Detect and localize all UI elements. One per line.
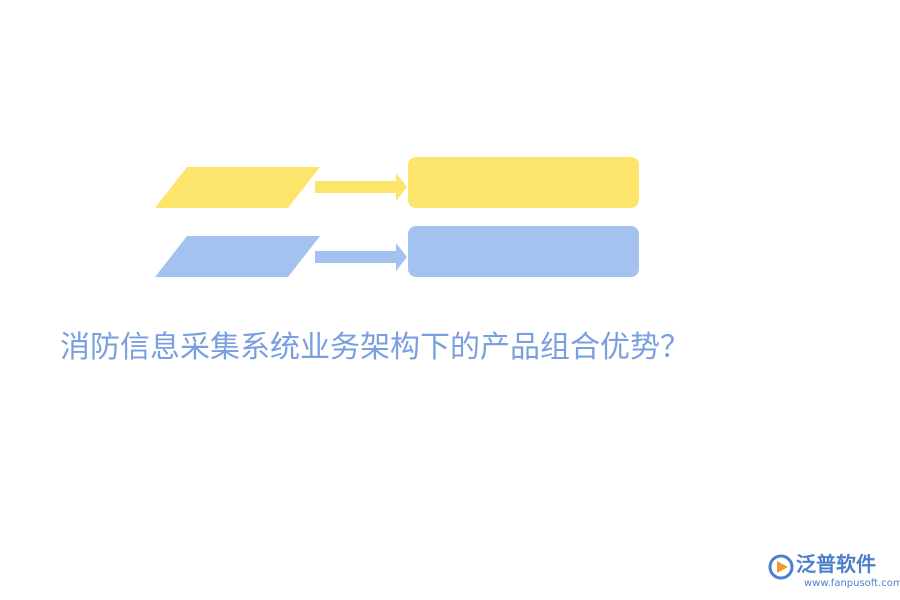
logo-icon (768, 554, 794, 580)
rounded-rect-yellow (408, 157, 639, 208)
logo-url: www.fanpusoft.com (804, 578, 900, 589)
flow-diagram (155, 157, 639, 277)
flow-diagram-canvas (155, 157, 639, 277)
rounded-rect-blue (408, 226, 639, 277)
brand-logo: 泛普软件 www.fanpusoft.com (768, 552, 900, 596)
parallelogram-yellow (155, 167, 320, 208)
page-title: 消防信息采集系统业务架构下的产品组合优势？ (60, 330, 690, 365)
arrow-blue (315, 243, 407, 271)
parallelogram-blue (155, 236, 320, 277)
arrow-yellow (315, 173, 407, 201)
logo-name: 泛普软件 (796, 552, 876, 576)
